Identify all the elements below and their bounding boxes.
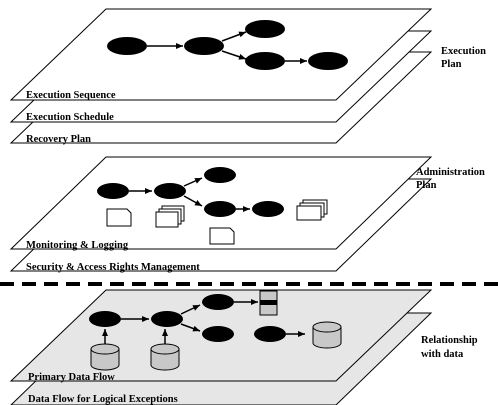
document-icon [106,208,132,227]
stacked-documents-icon [155,205,185,228]
execution-plan-side-label-line1: Execution [441,46,486,57]
flow-node [89,311,121,327]
flow-arrow [221,50,247,60]
flow-node [184,37,224,55]
primary-data-flow-label: Primary Data Flow [28,372,115,383]
flow-node [151,311,183,327]
flow-node [202,294,234,310]
recovery-plan-label: Recovery Plan [26,134,91,145]
data-relationship-side-label-line1: Relationship [421,335,478,346]
flow-node [254,326,286,342]
execution-sequence-plane [9,8,433,101]
data-relationship-group: Primary Data Flow Data Flow for Logical … [9,289,478,405]
flow-node [202,326,234,342]
stacked-documents-icon [296,199,328,221]
administration-plan-side-label-line2: Plan [416,180,437,191]
flow-node [245,52,285,70]
administration-plan-side-label-line1: Administration [416,167,485,178]
flow-node [204,201,236,217]
flow-arrow [180,323,201,332]
flow-node [252,201,284,217]
execution-sequence-label: Execution Sequence [26,90,116,101]
flow-node [107,37,147,55]
execution-plan-group: Execution Sequence Execution Schedule Re… [9,8,486,145]
flow-node [154,183,186,199]
document-icon [209,227,235,245]
execution-schedule-label: Execution Schedule [26,112,114,123]
database-icon [90,343,120,371]
execution-plan-side-label-line2: Plan [441,59,462,70]
data-relationship-side-label-line2: with data [421,349,464,360]
flow-node [308,52,348,70]
database-icon [312,321,342,349]
administration-plan-group: Monitoring & Logging Security & Access R… [9,156,485,273]
monitoring-logging-label: Monitoring & Logging [26,240,129,251]
flow-arrow [221,31,247,42]
flow-arrow [183,177,203,187]
flow-node [204,167,236,183]
flow-arrow [180,304,201,315]
flow-node [245,20,285,38]
flow-arrow [183,195,203,207]
database-icon [150,343,180,371]
flow-node [97,183,129,199]
security-access-label: Security & Access Rights Management [26,262,200,273]
logical-exceptions-label: Data Flow for Logical Exceptions [28,394,178,405]
table-icon [259,290,278,316]
